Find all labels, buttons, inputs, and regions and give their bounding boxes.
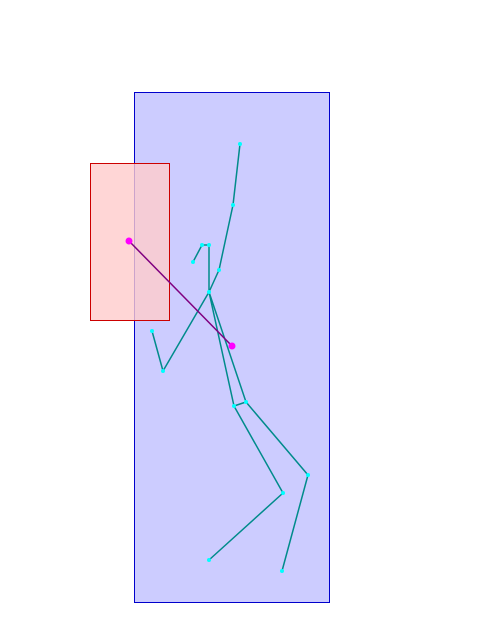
joint-chest xyxy=(217,268,221,272)
joint-right-elbow xyxy=(161,369,165,373)
joint-left-knee xyxy=(232,404,236,408)
interaction-link-object-end xyxy=(125,237,133,245)
interaction-link xyxy=(128,240,233,347)
joint-left-elbow xyxy=(207,243,211,247)
joint-pelvis xyxy=(207,290,211,294)
joint-left-ankle xyxy=(281,491,285,495)
joint-right-ankle xyxy=(306,473,310,477)
pose-joints xyxy=(150,142,310,573)
skeleton-right-leg xyxy=(208,291,309,572)
joint-left-foot xyxy=(207,558,211,562)
joint-right-foot xyxy=(280,569,284,573)
skeleton-left-leg xyxy=(208,291,284,561)
interaction-link-person-end xyxy=(228,342,236,350)
skeleton-spine xyxy=(208,143,241,293)
joint-neck xyxy=(231,203,235,207)
skeleton-left-arm xyxy=(192,244,210,292)
skeleton-hip-link xyxy=(233,401,247,407)
joint-right-knee xyxy=(244,400,248,404)
joint-head xyxy=(238,142,242,146)
joint-left-wrist xyxy=(200,243,204,247)
joint-left-hand xyxy=(191,260,195,264)
joint-right-hand xyxy=(150,329,154,333)
